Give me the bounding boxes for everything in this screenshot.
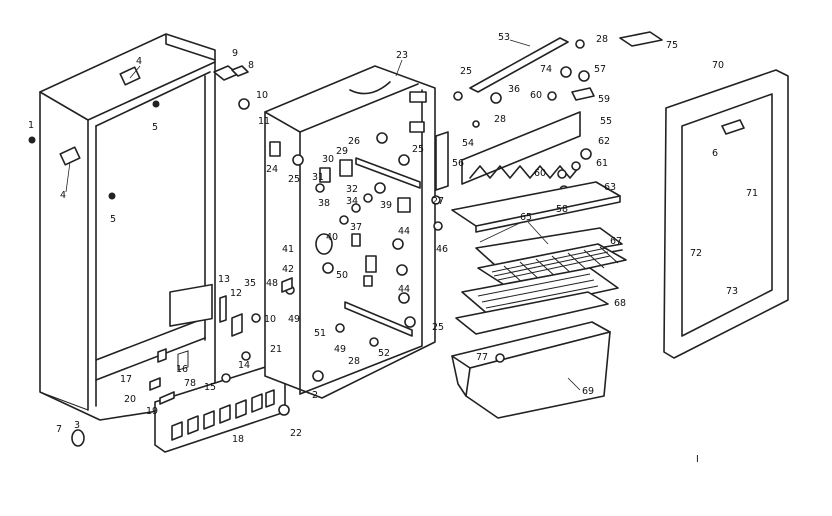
label-75: 75 xyxy=(666,40,678,51)
label-13: 13 xyxy=(218,274,230,285)
label-9: 9 xyxy=(232,48,238,59)
label-78: 78 xyxy=(184,378,196,389)
evaporator-cover xyxy=(435,31,663,195)
label-10-upper: 10 xyxy=(256,90,268,101)
label-46: 46 xyxy=(436,244,448,255)
label-4-lower: 4 xyxy=(60,190,66,201)
liner-panel xyxy=(264,65,436,399)
label-63: 63 xyxy=(604,182,616,193)
label-61: 61 xyxy=(596,158,608,169)
label-2: 2 xyxy=(312,390,318,401)
label-55: 55 xyxy=(600,116,612,127)
label-21: 21 xyxy=(270,344,282,355)
label-22: 22 xyxy=(290,428,302,439)
label-60-lower: 60 xyxy=(534,168,546,179)
label-26: 26 xyxy=(348,136,360,147)
label-5-lower: 5 xyxy=(110,214,116,225)
door-gasket xyxy=(663,69,789,359)
label-30: 30 xyxy=(322,154,334,165)
liner-rails-and-parts xyxy=(269,132,443,382)
label-1: 1 xyxy=(28,120,34,131)
label-12: 12 xyxy=(230,288,242,299)
label-57: 57 xyxy=(594,64,606,75)
label-44-upper: 44 xyxy=(398,226,410,237)
label-14: 14 xyxy=(238,360,250,371)
label-70: 70 xyxy=(712,60,724,71)
label-56: 56 xyxy=(452,158,464,169)
label-17: 17 xyxy=(120,374,132,385)
label-60-upper: 60 xyxy=(530,90,542,101)
label-31: 31 xyxy=(312,172,324,183)
label-52: 52 xyxy=(378,348,390,359)
cabinet-shell xyxy=(39,33,216,421)
label-50: 50 xyxy=(336,270,348,281)
small-mark: I xyxy=(696,454,699,465)
cabinet-hardware xyxy=(28,65,250,447)
label-29: 29 xyxy=(336,146,348,157)
label-67: 67 xyxy=(610,236,622,247)
label-58: 58 xyxy=(556,204,568,215)
label-54: 54 xyxy=(462,138,474,149)
label-16: 16 xyxy=(176,364,188,375)
label-49-b: 49 xyxy=(334,344,346,355)
label-15: 15 xyxy=(204,382,216,393)
label-4-upper: 4 xyxy=(136,56,142,67)
part-labels: 1 4 4 5 5 9 8 10 11 7 3 13 12 35 10 16 1… xyxy=(28,32,758,465)
label-24: 24 xyxy=(266,164,278,175)
shelf-upper xyxy=(451,181,621,233)
crisper-drawer xyxy=(451,321,611,419)
label-35: 35 xyxy=(244,278,256,289)
label-7: 7 xyxy=(56,424,62,435)
label-74: 74 xyxy=(540,64,552,75)
label-28-top: 28 xyxy=(596,34,608,45)
label-69: 69 xyxy=(582,386,594,397)
label-71: 71 xyxy=(746,188,758,199)
label-41: 41 xyxy=(282,244,294,255)
label-23: 23 xyxy=(396,50,408,61)
crisper-cover xyxy=(455,267,619,335)
label-25-c: 25 xyxy=(432,322,444,333)
label-5-upper: 5 xyxy=(152,122,158,133)
label-53: 53 xyxy=(498,32,510,43)
label-48: 48 xyxy=(266,278,278,289)
label-18: 18 xyxy=(232,434,244,445)
label-73: 73 xyxy=(726,286,738,297)
label-72: 72 xyxy=(690,248,702,259)
label-19: 19 xyxy=(146,406,158,417)
label-77: 77 xyxy=(476,352,488,363)
label-34: 34 xyxy=(346,196,358,207)
label-68: 68 xyxy=(614,298,626,309)
label-49-a: 49 xyxy=(288,314,300,325)
label-38: 38 xyxy=(318,198,330,209)
label-3: 3 xyxy=(74,420,80,431)
label-25-a: 25 xyxy=(288,174,300,185)
lower-hinge-parts xyxy=(149,283,290,416)
label-62: 62 xyxy=(598,136,610,147)
label-32: 32 xyxy=(346,184,358,195)
label-11: 11 xyxy=(258,116,270,127)
label-28-lower: 28 xyxy=(348,356,360,367)
wire-shelf xyxy=(477,243,627,287)
label-36: 36 xyxy=(508,84,520,95)
label-10-lower: 10 xyxy=(264,314,276,325)
label-25-d: 25 xyxy=(460,66,472,77)
label-8: 8 xyxy=(248,60,254,71)
label-42: 42 xyxy=(282,264,294,275)
label-59: 59 xyxy=(598,94,610,105)
label-6: 6 xyxy=(712,148,718,159)
label-28-mid: 28 xyxy=(494,114,506,125)
label-44-lower: 44 xyxy=(398,284,410,295)
label-27: 27 xyxy=(432,196,444,207)
label-25-b: 25 xyxy=(412,144,424,155)
label-20: 20 xyxy=(124,394,136,405)
label-51: 51 xyxy=(314,328,326,339)
label-65: 65 xyxy=(520,212,532,223)
label-37: 37 xyxy=(350,222,362,233)
label-40: 40 xyxy=(326,232,338,243)
label-39: 39 xyxy=(380,200,392,211)
